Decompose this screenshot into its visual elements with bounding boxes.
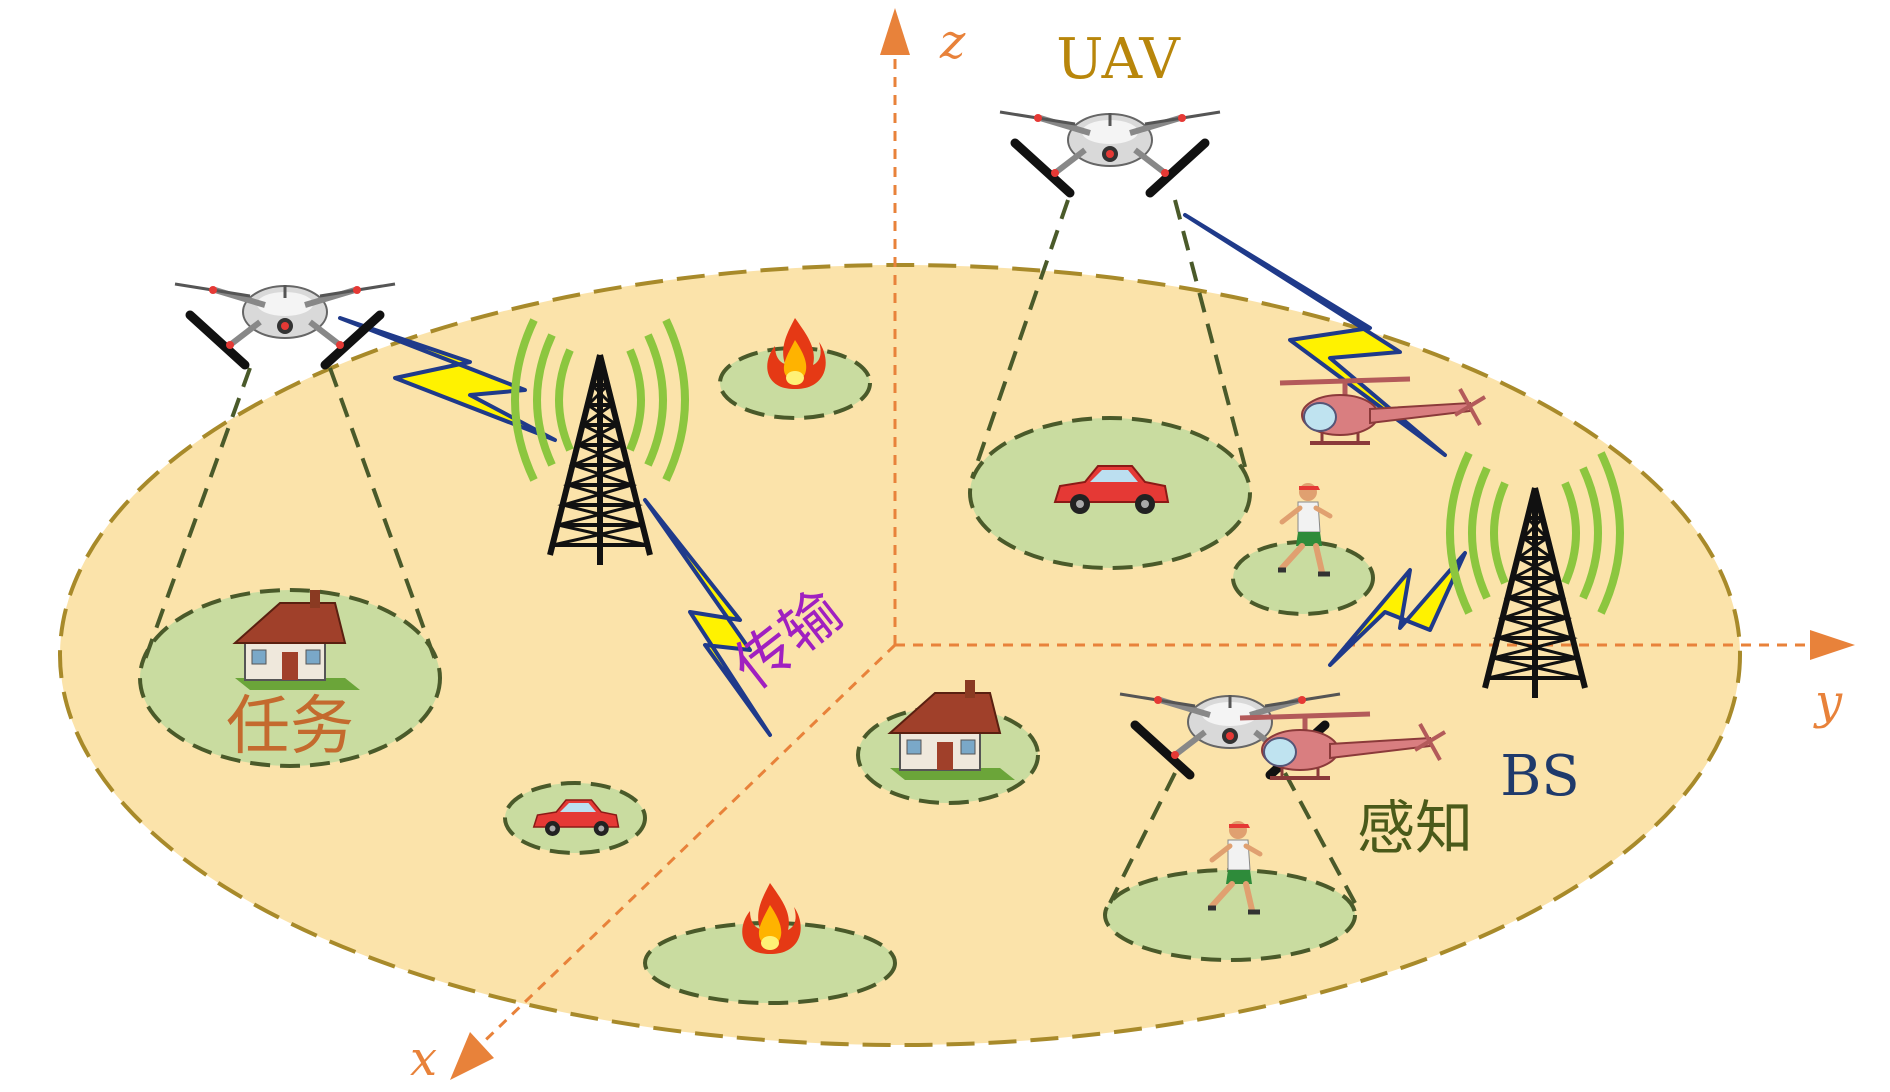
coverage-zone-fire-bottom <box>643 921 897 1005</box>
bs-label: BS <box>1500 744 1580 809</box>
x-axis-arrow-icon <box>450 1032 494 1080</box>
uav-label: UAV <box>1056 27 1181 92</box>
task-label: 任务 <box>226 690 354 764</box>
x-axis-label: x <box>410 1031 437 1087</box>
lightning-link-icon <box>643 498 772 737</box>
sensing-cones <box>141 199 1357 904</box>
lightning-links <box>338 213 1467 737</box>
z-axis-label: z <box>939 14 966 70</box>
uav-drone-icon <box>1000 112 1220 193</box>
ground-area <box>58 263 1742 1047</box>
lightning-link-icon <box>1328 551 1467 667</box>
lightning-link-icon <box>1183 213 1447 457</box>
z-axis-arrow-icon <box>880 8 910 55</box>
coverage-zone-runner-right <box>1231 540 1375 616</box>
sensing-label: 感知 <box>1357 794 1473 862</box>
x-axis <box>468 643 897 1057</box>
y-axis-label: y <box>1813 674 1843 730</box>
y-axis-arrow-icon <box>1810 630 1855 660</box>
lightning-link-icon <box>338 316 557 442</box>
coordinate-axes <box>450 8 1855 1080</box>
